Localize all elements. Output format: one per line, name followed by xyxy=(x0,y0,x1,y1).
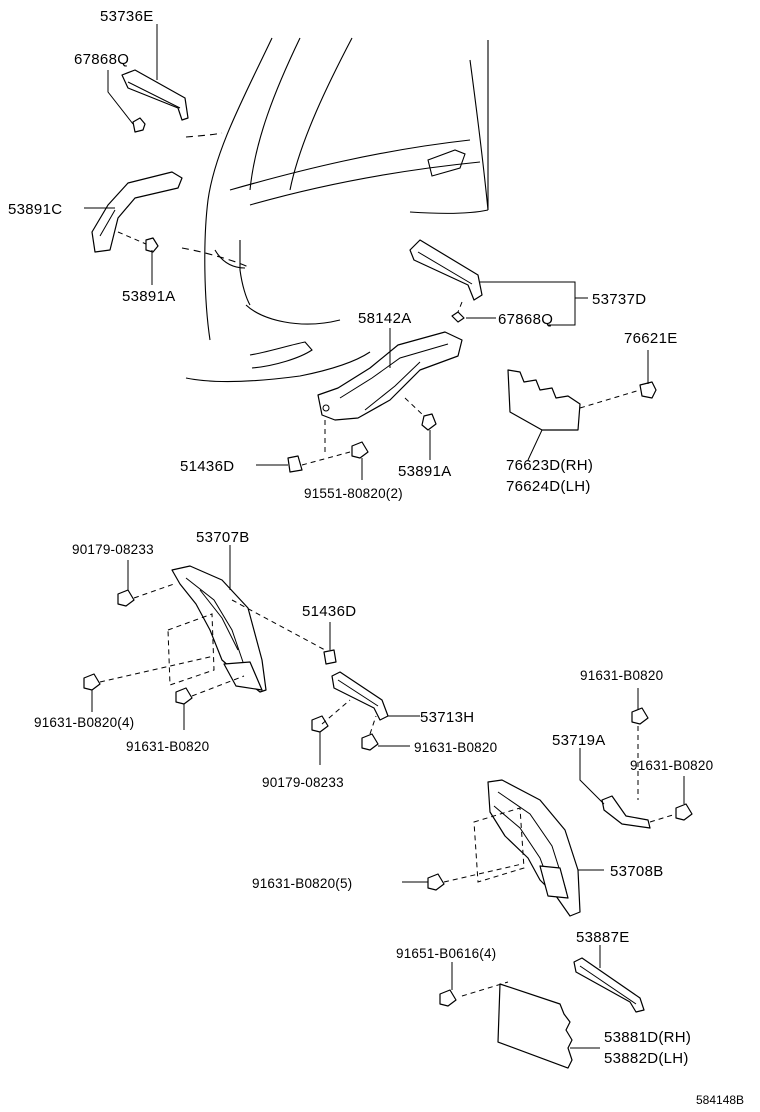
label-67868Q-top: 67868Q xyxy=(74,51,129,68)
label-91631-4: 91631-B0820(4) xyxy=(34,715,134,730)
part-53713H xyxy=(311,622,420,765)
label-51436D-upper: 51436D xyxy=(180,458,234,475)
label-53737D: 53737D xyxy=(592,291,646,308)
label-53891A-mid: 53891A xyxy=(398,463,452,480)
part-76623D xyxy=(507,350,657,461)
diagram-code: 584148B xyxy=(696,1093,744,1107)
label-91631-c: 91631-B0820 xyxy=(580,668,663,683)
label-91631-d: 91631-B0820 xyxy=(630,758,713,773)
label-91631-5: 91631-B0820(5) xyxy=(252,876,352,891)
label-53882D: 53882D(LH) xyxy=(604,1050,689,1067)
part-51436D-upper xyxy=(256,430,431,480)
label-76621E: 76621E xyxy=(624,330,678,347)
vehicle-body-outline xyxy=(181,37,489,383)
part-53891C xyxy=(84,171,183,285)
label-53736E: 53736E xyxy=(100,8,154,25)
label-76623D: 76623D(RH) xyxy=(506,457,593,474)
label-53708B: 53708B xyxy=(610,863,664,880)
part-53737D xyxy=(409,239,588,326)
label-67868Q-mid: 67868Q xyxy=(498,311,553,328)
label-91651: 91651-B0616(4) xyxy=(396,946,496,961)
label-53719A: 53719A xyxy=(552,732,606,749)
part-53881D xyxy=(439,945,645,1069)
label-90179-upper: 90179-08233 xyxy=(72,542,154,557)
label-53707B: 53707B xyxy=(196,529,250,546)
label-53887E: 53887E xyxy=(576,929,630,946)
label-53713H: 53713H xyxy=(420,709,474,726)
label-53881D: 53881D(RH) xyxy=(604,1029,691,1046)
label-53891A-top: 53891A xyxy=(122,288,176,305)
label-91631-a: 91631-B0820 xyxy=(126,739,209,754)
label-51436D-lower: 51436D xyxy=(302,603,356,620)
label-53891C: 53891C xyxy=(8,201,62,218)
label-91631-b: 91631-B0820 xyxy=(414,740,497,755)
label-76624D: 76624D(LH) xyxy=(506,478,591,495)
part-53736E xyxy=(107,24,189,133)
part-53707B xyxy=(83,545,326,730)
label-58142A: 58142A xyxy=(358,310,412,327)
part-53708B xyxy=(402,779,604,917)
label-91551: 91551-80820(2) xyxy=(304,486,403,501)
part-53719A xyxy=(579,688,693,829)
label-90179-lower: 90179-08233 xyxy=(262,775,344,790)
part-58142A xyxy=(317,328,463,455)
